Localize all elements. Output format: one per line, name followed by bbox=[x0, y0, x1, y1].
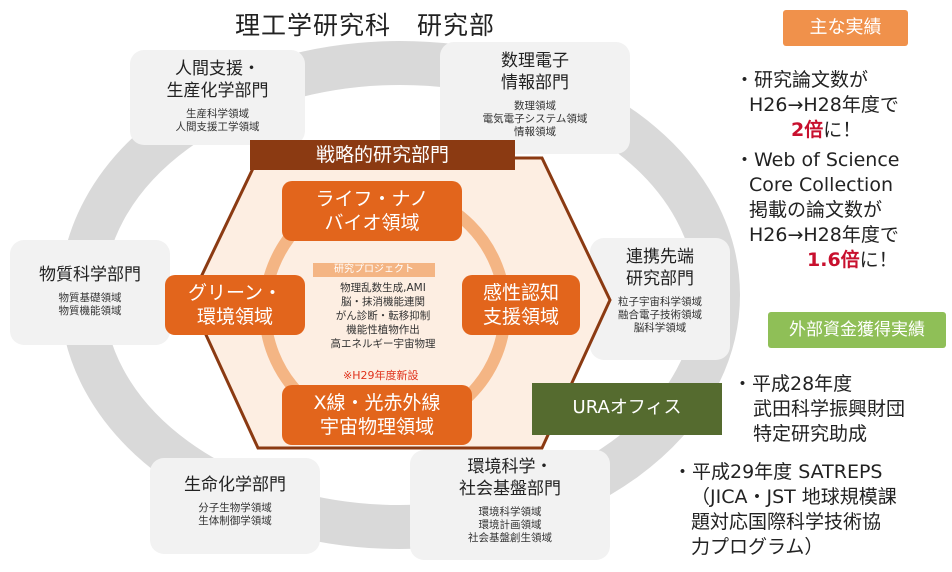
funding-1: ・平成28年度 武田科学振興財団 特定研究助成 bbox=[733, 372, 905, 447]
ura-office-box: URAオフィス bbox=[532, 383, 722, 435]
achievement-1: ・研究論文数が H26→H28年度で 2倍に！ bbox=[735, 68, 899, 143]
project-title: 研究プロジェクト bbox=[313, 263, 435, 277]
funding-line: ・平成29年度 SATREPS bbox=[673, 461, 883, 483]
dept-fields: 物質基礎領域 物質機能領域 bbox=[58, 292, 122, 317]
dept-fields: 分子生物学領域 生体制御学領域 bbox=[198, 502, 272, 527]
achievement-line: H26→H28年度で bbox=[749, 94, 899, 116]
achievement-line: H26→H28年度で bbox=[749, 224, 899, 246]
dept-name: 環境科学・ 社会基盤部門 bbox=[459, 457, 561, 499]
dept-math-electronics: 数理電子 情報部門 数理領域 電気電子システム領域 情報領域 bbox=[440, 42, 630, 154]
new-note: ※H29年度新設 bbox=[343, 369, 419, 382]
page-title: 理工学研究科 研究部 bbox=[234, 11, 495, 40]
dept-fields: 粒子宇宙科学領域 融合電子技術領域 脳科学領域 bbox=[618, 296, 702, 334]
strategic-banner: 戦略的研究部門 bbox=[250, 140, 515, 170]
achievement-2: ・Web of Science Core Collection 掲載の論文数が … bbox=[735, 148, 899, 273]
dept-name: 人間支援・ 生産化学部門 bbox=[166, 59, 269, 101]
dept-environment-infrastructure: 環境科学・ 社会基盤部門 環境科学領域 環境計画領域 社会基盤創生領域 bbox=[410, 450, 610, 560]
achievement-emphasis: 2倍 bbox=[791, 119, 824, 141]
dept-name: 数理電子 情報部門 bbox=[501, 51, 569, 93]
achievement-tail: に！ bbox=[859, 249, 898, 271]
funding-line: 武田科学振興財団 bbox=[753, 398, 906, 420]
domain-sensory-cognition: 感性認知 支援領域 bbox=[462, 275, 580, 335]
dept-fields: 生産科学領域 人間支援工学領域 bbox=[175, 108, 260, 133]
achievement-line: ・Web of Science bbox=[735, 149, 900, 171]
dept-advanced-research: 連携先端 研究部門 粒子宇宙科学領域 融合電子技術領域 脳科学領域 bbox=[590, 238, 730, 360]
domain-life-nano-bio: ライフ・ナノ バイオ領域 bbox=[282, 181, 462, 241]
funding-line: （JICA・JST 地球規模課 bbox=[691, 486, 897, 508]
domain-green-environment: グリーン・ 環境領域 bbox=[165, 275, 305, 335]
project-list: 物理乱数生成,AMI 脳・抹消機能連関 がん診断・転移抑制 機能性植物作出 高エ… bbox=[303, 281, 463, 351]
project-item: 物理乱数生成,AMI bbox=[340, 282, 426, 294]
funding-tag: 外部資金獲得実績 bbox=[768, 312, 946, 348]
project-item: 機能性植物作出 bbox=[346, 324, 420, 336]
dept-material-science: 物質科学部門 物質基礎領域 物質機能領域 bbox=[10, 240, 170, 345]
dept-name: 物質科学部門 bbox=[39, 265, 141, 285]
dept-fields: 数理領域 電気電子システム領域 情報領域 bbox=[482, 100, 588, 138]
dept-life-chemistry: 生命化学部門 分子生物学領域 生体制御学領域 bbox=[150, 458, 320, 554]
achievement-line: Core Collection bbox=[749, 174, 893, 196]
funding-line: 題対応国際科学技術協 bbox=[691, 511, 882, 533]
funding-line: ・平成28年度 bbox=[733, 373, 853, 395]
project-item: 高エネルギー宇宙物理 bbox=[330, 338, 436, 350]
project-item: がん診断・転移抑制 bbox=[335, 310, 431, 322]
achievement-line: ・研究論文数が bbox=[735, 69, 869, 91]
achievement-line: 掲載の論文数が bbox=[749, 199, 883, 221]
funding-2: ・平成29年度 SATREPS （JICA・JST 地球規模課 題対応国際科学技… bbox=[673, 460, 897, 560]
achievement-tail: に！ bbox=[823, 119, 862, 141]
funding-line: 特定研究助成 bbox=[753, 423, 868, 445]
dept-fields: 環境科学領域 環境計画領域 社会基盤創生領域 bbox=[468, 506, 552, 544]
achievements-tag: 主な実績 bbox=[783, 10, 908, 46]
dept-name: 連携先端 研究部門 bbox=[626, 247, 694, 289]
achievement-emphasis: 1.6倍 bbox=[807, 249, 860, 271]
project-item: 脳・抹消機能連関 bbox=[341, 296, 425, 308]
dept-name: 生命化学部門 bbox=[184, 475, 286, 495]
dept-human-support: 人間支援・ 生産化学部門 生産科学領域 人間支援工学領域 bbox=[130, 50, 305, 145]
domain-xray-astrophysics: X線・光赤外線 宇宙物理領域 bbox=[282, 385, 472, 445]
funding-line: 力プログラム） bbox=[691, 536, 824, 558]
